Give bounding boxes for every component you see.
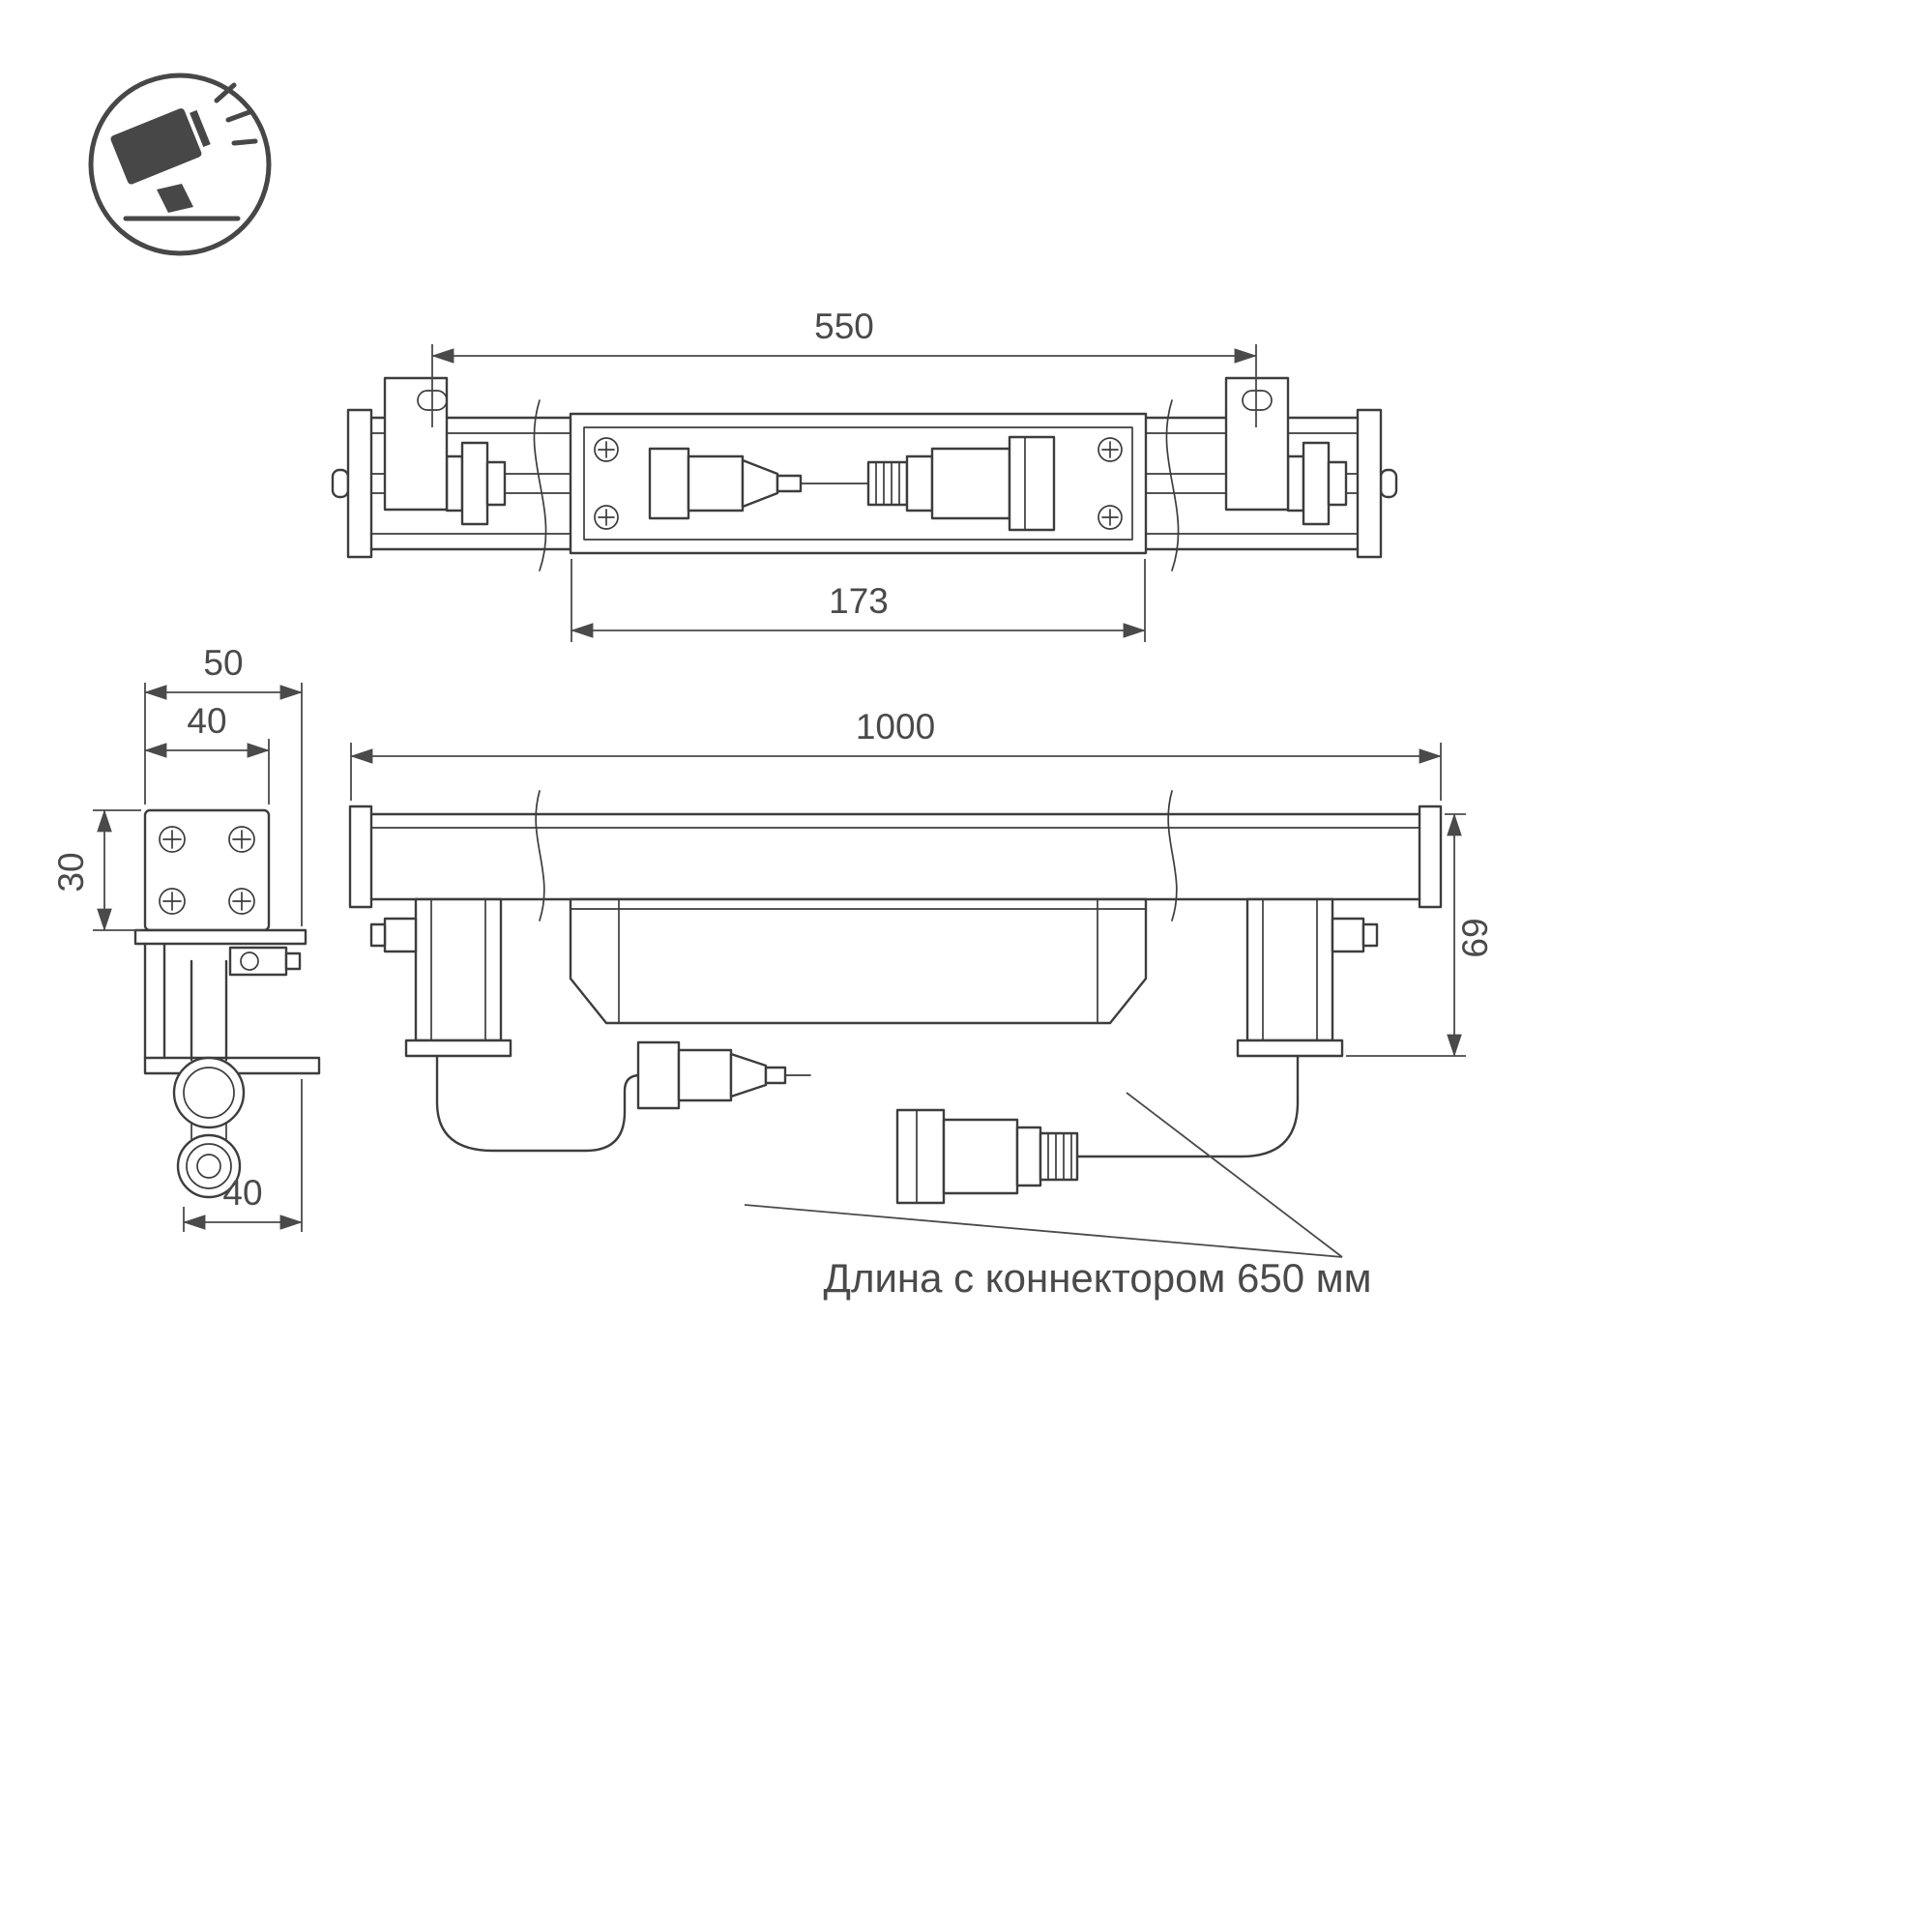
cable-stub-right [1379,468,1398,499]
front-view: 1000 69 Длина с коннектором 650 мм [348,707,1495,1301]
dim-69-label: 69 [1455,918,1495,957]
pigtail-cable-left [435,1054,642,1153]
break-line [535,790,545,922]
end-cap-left [348,805,373,909]
coupling-ring [1008,435,1056,532]
bracket-bolt [1331,917,1365,953]
dim-30-label: 30 [51,852,91,892]
dim-40-top-label: 40 [187,701,226,741]
dim-40-top: 40 [144,701,270,805]
connector-length-note: Длина с коннектором 650 мм [824,1255,1372,1301]
dim-50-label: 50 [203,643,243,683]
coupling-ring [895,1108,946,1205]
mounting-bracket-left-top [383,376,507,526]
dim-69: 69 [1346,813,1495,1057]
screw [1098,437,1123,462]
dim-30: 30 [51,809,141,931]
dim-550-label: 550 [814,307,874,346]
cable-stub-left [331,468,350,499]
dim-1000: 1000 [350,707,1442,801]
break-line [533,399,547,571]
bracket-plate-side [143,808,271,932]
bracket-plate [1224,376,1290,512]
screw [594,505,619,530]
dim-40-bottom-label: 40 [222,1173,262,1213]
floodlight-icon [88,73,272,256]
connector-male-front [636,1040,811,1110]
end-cap-right [1356,408,1383,559]
screw [159,826,186,853]
side-view: 50 40 30 40 [51,643,321,1232]
cable-and-connector-side [172,959,246,1199]
dim-50: 50 [144,643,303,926]
connector-pair-top [648,435,1056,532]
floodlight-stand [157,184,193,213]
screw [594,437,619,462]
dim-173-label: 173 [829,581,889,621]
fixture-body-front [569,897,1148,1025]
dim-550: 550 [431,307,1257,427]
end-cap-right [1418,805,1443,909]
bracket-plate [383,376,449,512]
thread-lines [1047,1132,1072,1181]
bracket-foot [404,1039,512,1058]
connector-male [648,447,869,520]
screw [228,826,255,853]
dim-1000-label: 1000 [856,707,935,746]
mounting-bracket-left-front [369,897,512,1058]
connector-length-callout: Длина с коннектором 650 мм [744,1092,1372,1301]
top-view: 550 173 [331,307,1398,642]
floodlight-body [110,108,211,185]
break-line [1165,399,1180,571]
rail-flange-side [133,928,307,946]
screw [159,888,186,915]
bracket-foot [1236,1039,1344,1058]
rail-front-view [348,805,1443,909]
dim-40-bottom: 40 [183,1079,303,1232]
break-line [1167,790,1178,922]
leader-line [744,1204,1343,1258]
thread-lines [875,461,900,506]
bracket-bolt [383,917,418,953]
clamp-bolt-side [228,946,302,977]
mounting-bracket-right-front [1236,897,1379,1058]
rail-top-view [331,408,1398,559]
pigtail-cable-right [1075,1054,1300,1158]
icon-circle [88,73,272,256]
connector-female [866,435,1056,532]
connector-female-front [895,1108,1079,1205]
screw [1098,505,1123,530]
leader-line [1126,1092,1343,1258]
end-cap-left [346,408,373,559]
screw [228,888,255,915]
oval-slot [1242,390,1273,411]
cable-side [190,959,228,1062]
mounting-bracket-right-top [1224,376,1348,526]
light-rays-icon [214,82,258,146]
dim-173: 173 [571,559,1146,642]
